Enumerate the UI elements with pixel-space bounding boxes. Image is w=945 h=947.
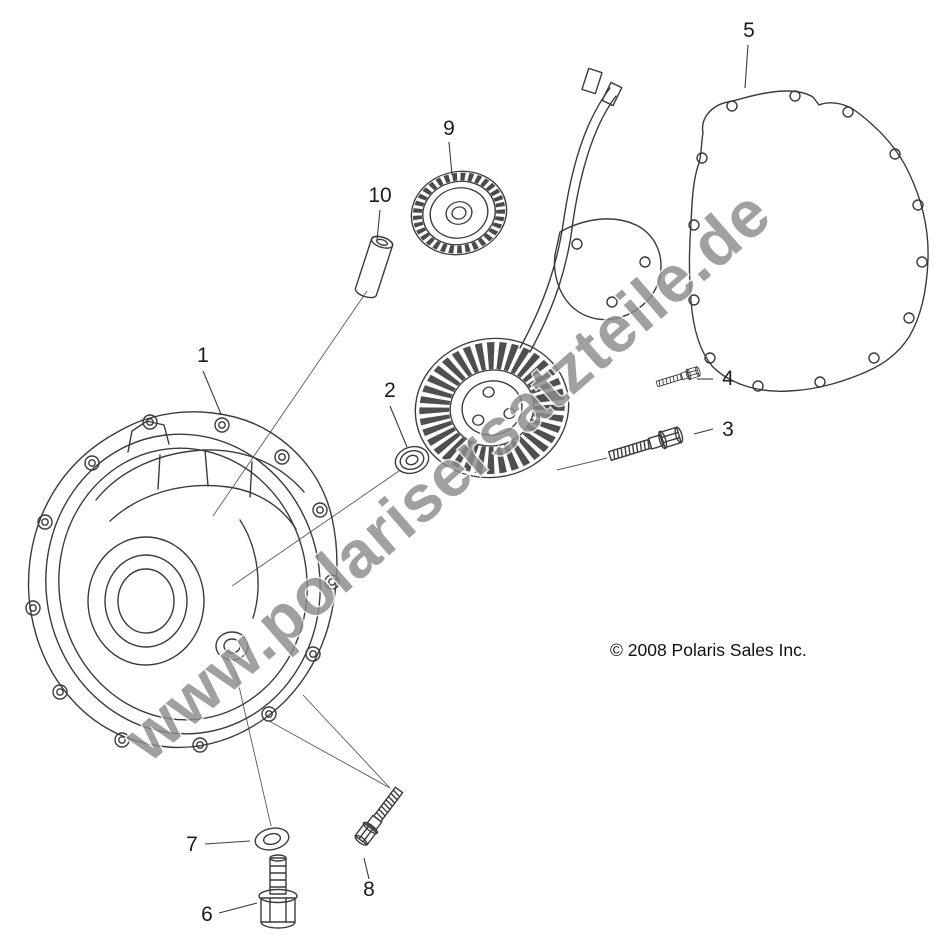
callout-leaders: [202, 44, 749, 914]
part-9-gear: [410, 170, 508, 256]
copyright-text: © 2008 Polaris Sales Inc.: [610, 640, 807, 660]
stator-assembly: [414, 337, 570, 479]
part-7-washer: [254, 827, 290, 851]
callout-2: 2: [384, 379, 396, 402]
callout-8: 8: [363, 878, 375, 901]
stator-wiring: [519, 67, 662, 353]
gasket-holes: [688, 90, 928, 392]
callout-3: 3: [722, 418, 734, 441]
mounting-bracket: [553, 218, 662, 321]
cover-plug-port: [215, 631, 249, 661]
part-5-gasket: [688, 90, 929, 392]
callout-labels: 1 2 3 4 5 6 7 8 9 10: [186, 19, 755, 926]
part-1-crankcase-cover: [25, 411, 340, 753]
wire-connector-icon: [601, 81, 623, 107]
callout-7: 7: [186, 833, 198, 856]
callout-5: 5: [743, 19, 755, 42]
part-6-plug-bolt: [258, 854, 298, 929]
callout-1: 1: [197, 344, 209, 367]
part-4-screw: [655, 366, 701, 388]
part-8-bolt: [354, 786, 404, 846]
callout-6: 6: [201, 903, 213, 926]
callout-10: 10: [368, 184, 391, 207]
assembly-axis-lines: [212, 290, 608, 827]
watermark-text: www.polarisersatzteile.de: [109, 175, 784, 776]
cover-center-boss: [87, 536, 205, 666]
callout-9: 9: [443, 117, 455, 140]
wire-connector-icon: [581, 67, 603, 95]
cover-bolt-bosses: [25, 414, 340, 753]
callout-4: 4: [722, 367, 734, 390]
part-10-pin: [354, 235, 394, 299]
part-2-seal: [394, 445, 430, 475]
part-3-bolt: [607, 426, 684, 462]
